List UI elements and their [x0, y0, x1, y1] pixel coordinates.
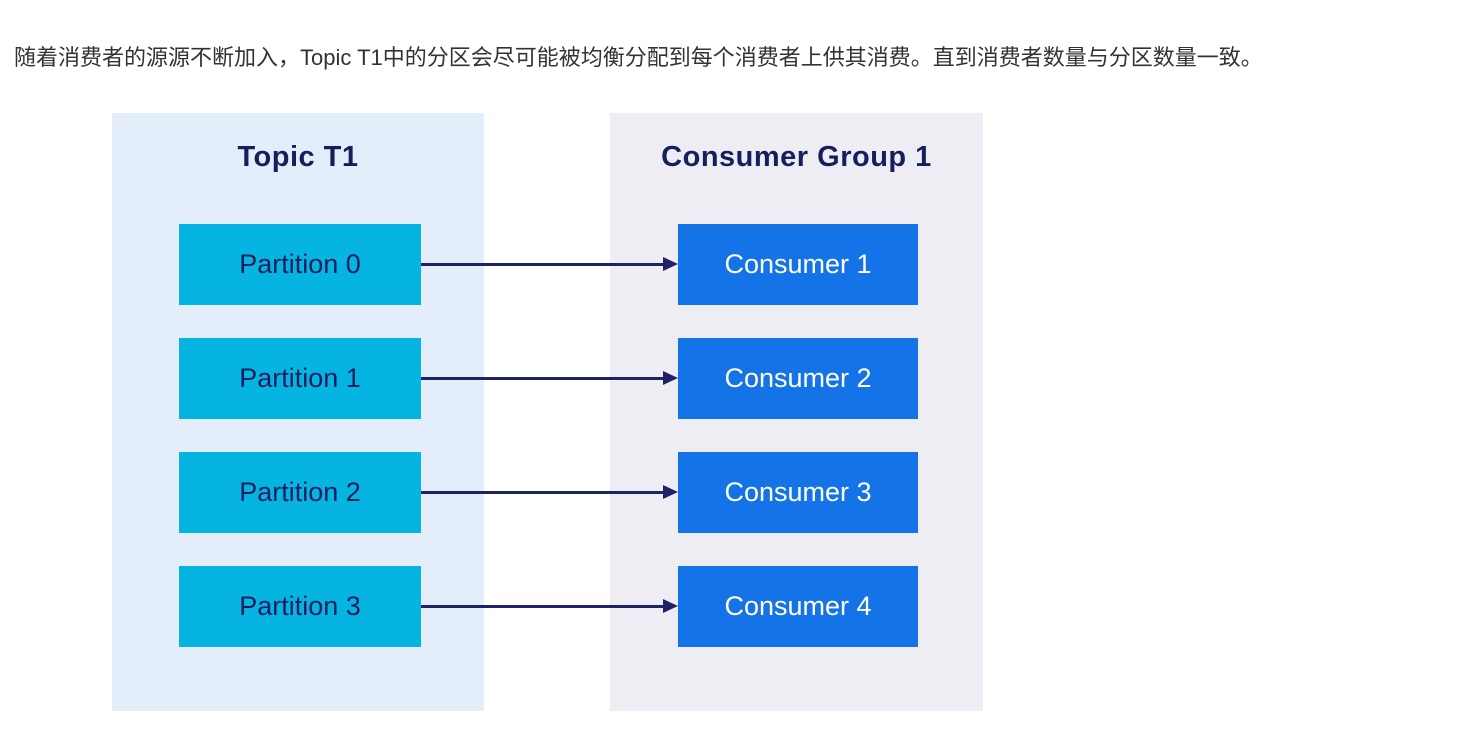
arrow-partition2-to-consumer3 [421, 485, 678, 499]
arrow-partition1-to-consumer2 [421, 371, 678, 385]
arrow-partition3-to-consumer4 [421, 599, 678, 613]
topic-panel-title: Topic T1 [237, 141, 359, 173]
intro-text: 随着消费者的源源不断加入，Topic T1中的分区会尽可能被均衡分配到每个消费者… [14, 45, 1263, 70]
arrow-partition0-to-consumer1 [421, 257, 678, 271]
partition-0-node: Partition 0 [179, 224, 421, 305]
consumer-group-panel: Consumer Group 1 Consumer 1 Consumer 2 C… [610, 113, 983, 711]
partition-1-node: Partition 1 [179, 338, 421, 419]
consumer-group-panel-title: Consumer Group 1 [661, 141, 932, 173]
consumer-3-node: Consumer 3 [678, 452, 918, 533]
partition-3-node: Partition 3 [179, 566, 421, 647]
consumer-2-node: Consumer 2 [678, 338, 918, 419]
consumer-4-node: Consumer 4 [678, 566, 918, 647]
consumer-1-node: Consumer 1 [678, 224, 918, 305]
partition-2-node: Partition 2 [179, 452, 421, 533]
topic-panel: Topic T1 Partition 0 Partition 1 Partiti… [112, 113, 484, 711]
